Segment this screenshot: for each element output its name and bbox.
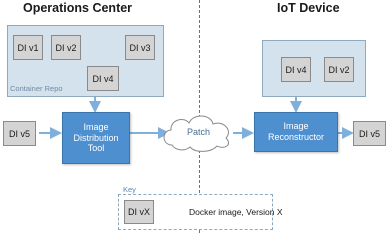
repo-image-v4: DI v4 — [87, 66, 119, 91]
repo-image-v3: DI v3 — [125, 35, 155, 60]
key-example-image: DI vX — [124, 200, 154, 224]
device-image-v4: DI v4 — [281, 57, 311, 82]
patch-cloud-icon — [163, 115, 230, 152]
repo-image-v2: DI v2 — [51, 35, 81, 60]
device-image-v2: DI v2 — [324, 57, 354, 82]
key-description: Docker image, Version X — [189, 207, 283, 217]
output-image-v5: DI v5 — [353, 121, 386, 146]
container-repo-label: Container Repo — [10, 84, 63, 93]
operations-center-title: Operations Center — [23, 1, 133, 15]
patch-label: Patch — [187, 127, 211, 137]
input-image-v5: DI v5 — [3, 121, 36, 146]
image-distribution-tool: Image Distribution Tool — [62, 112, 130, 164]
iot-device-title: IoT Device — [277, 1, 340, 15]
key-label: Key — [123, 185, 136, 194]
image-reconstructor-tool: Image Reconstructor — [254, 112, 338, 152]
repo-image-v1: DI v1 — [13, 35, 43, 60]
